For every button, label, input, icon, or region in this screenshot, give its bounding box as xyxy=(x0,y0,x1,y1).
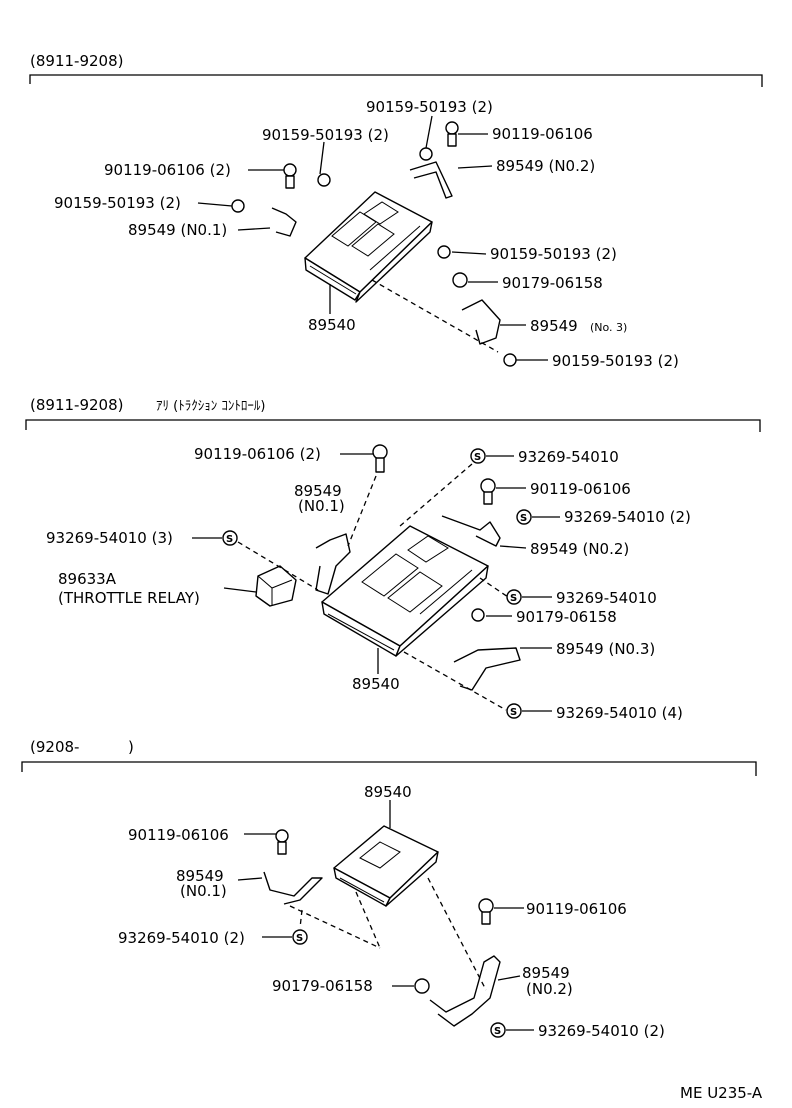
section-1-bracket xyxy=(29,74,763,87)
label-93269-54010-3: 93269-54010 (3) xyxy=(46,529,173,547)
section-2: (8911-9208) ｱﾘ (ﾄﾗｸｼｮﾝ ｺﾝﾄﾛｰﾙ) xyxy=(25,396,761,722)
bracket-no1-drawing xyxy=(315,533,351,595)
bracket-no2-drawing xyxy=(441,515,501,547)
label-89549-no2: 89549 xyxy=(522,964,570,982)
bolt-drawing-3 xyxy=(275,829,494,994)
bracket-no1-drawing-3 xyxy=(263,871,323,905)
label-90119-06106: 90119-06106 xyxy=(530,480,631,498)
label-89540: 89540 xyxy=(352,675,400,693)
s-symbol: S xyxy=(226,534,233,545)
s-symbol: S xyxy=(520,513,527,524)
section-3-header-close: ) xyxy=(128,738,134,756)
section-2-bracket xyxy=(25,419,761,432)
section-3-header: (9208- xyxy=(30,738,79,756)
ecu-module-drawing xyxy=(304,191,433,303)
label-90179-06158: 90179-06158 xyxy=(272,977,373,995)
label-89549-no1: 89549 (N0.1) xyxy=(128,221,227,239)
label-89549: 89549 xyxy=(294,482,342,500)
label-90159-50193-right: 90159-50193 (2) xyxy=(490,245,617,263)
section-3-bracket xyxy=(21,761,757,776)
label-90179-06158: 90179-06158 xyxy=(516,608,617,626)
label-93269-54010-right: 93269-54010 (2) xyxy=(538,1022,665,1040)
section-2-header-note: ｱﾘ (ﾄﾗｸｼｮﾝ ｺﾝﾄﾛｰﾙ) xyxy=(156,399,265,414)
label-89549-no3: 89549 (N0.3) xyxy=(556,640,655,658)
label-89549-no2: 89549 (N0.2) xyxy=(496,157,595,175)
dashed-guide xyxy=(371,279,499,353)
s-symbols-2: S S S S S xyxy=(222,448,532,719)
bracket-drawing xyxy=(271,161,501,345)
label-89549-no3: 89549 xyxy=(530,317,578,335)
label-no1: (N0.1) xyxy=(180,882,227,900)
bracket-no2-drawing-3 xyxy=(429,955,501,1027)
label-93269-54010-mid: 93269-54010 xyxy=(556,589,657,607)
screw-drawing xyxy=(231,121,517,367)
label-90119-06106-2: 90119-06106 (2) xyxy=(194,445,321,463)
s-symbol: S xyxy=(510,707,517,718)
s-symbol: S xyxy=(296,933,303,944)
label-90159-50193-left: 90159-50193 (2) xyxy=(54,194,181,212)
label-90119-06106-2: 90119-06106 (2) xyxy=(104,161,231,179)
s-symbol: S xyxy=(494,1026,501,1037)
section-3: (9208- ) S S xyxy=(21,738,757,1040)
label-89549-no1: 89549 xyxy=(176,867,224,885)
label-89540: 89540 xyxy=(308,316,356,334)
label-89540: 89540 xyxy=(364,783,412,801)
section-2-header: (8911-9208) xyxy=(30,396,123,414)
s-symbol: S xyxy=(474,452,481,463)
s-symbol: S xyxy=(510,593,517,604)
label-90179-06158: 90179-06158 xyxy=(502,274,603,292)
bolt-drawing-2 xyxy=(372,444,496,622)
label-throttle-relay: (THROTTLE RELAY) xyxy=(58,589,200,607)
label-89633a: 89633A xyxy=(58,570,117,588)
label-89549-no2: 89549 (N0.2) xyxy=(530,540,629,558)
label-93269-54010-left: 93269-54010 (2) xyxy=(118,929,245,947)
section-1: (8911-9208) xyxy=(29,52,763,370)
ecu-module-drawing-2 xyxy=(321,525,489,657)
section-1-header: (8911-9208) xyxy=(30,52,123,70)
label-no2: (N0.2) xyxy=(526,980,573,998)
label-90159-50193-left-upper: 90159-50193 (2) xyxy=(262,126,389,144)
label-no3-note: (No. 3) xyxy=(590,321,627,334)
bracket-no3-drawing xyxy=(453,647,521,691)
s-symbols-3: S S xyxy=(292,929,506,1038)
label-93269-54010-top: 93269-54010 xyxy=(518,448,619,466)
footer-code: ME U235-A xyxy=(680,1084,763,1102)
label-90119-06106-right: 90119-06106 xyxy=(526,900,627,918)
label-90119-06106-left: 90119-06106 xyxy=(128,826,229,844)
ecu-module-drawing-3 xyxy=(333,825,439,907)
label-93269-54010-4: 93269-54010 (4) xyxy=(556,704,683,722)
label-90159-50193-bottom: 90159-50193 (2) xyxy=(552,352,679,370)
label-90159-50193-top: 90159-50193 (2) xyxy=(366,98,493,116)
label-90119-06106: 90119-06106 xyxy=(492,125,593,143)
label-93269-54010-2: 93269-54010 (2) xyxy=(564,508,691,526)
throttle-relay-drawing xyxy=(255,565,297,607)
label-no1: (N0.1) xyxy=(298,497,345,515)
